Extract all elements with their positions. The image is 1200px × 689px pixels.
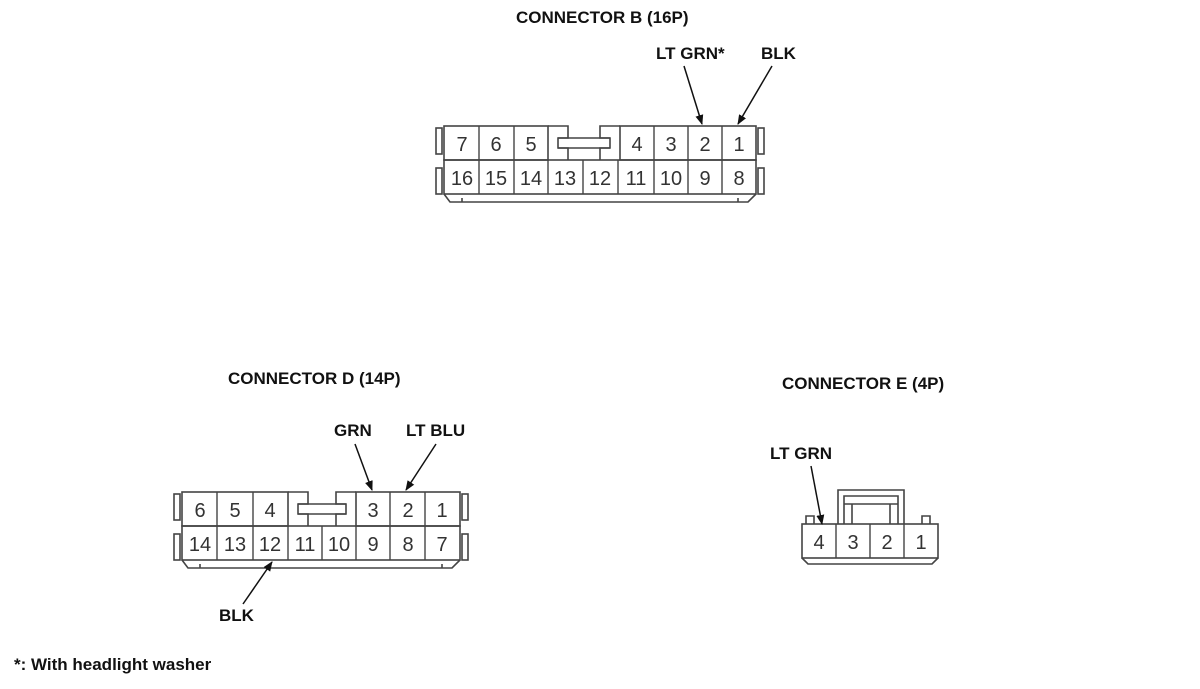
- connector-b-pin: 4: [631, 134, 642, 156]
- arrow-d-pin2: [405, 443, 437, 491]
- connector-b-pin: 7: [456, 134, 467, 156]
- arrow-d-pin12: [242, 561, 273, 605]
- connector-d-pin: 8: [402, 534, 413, 556]
- connector-d-pin: 7: [436, 534, 447, 556]
- connector-d-pin: 2: [402, 500, 413, 522]
- arrow-b-pin2: [683, 65, 704, 125]
- connector-b-pin: 6: [490, 134, 501, 156]
- connector-d-pin: 3: [367, 500, 378, 522]
- connector-d-pin: 13: [224, 534, 246, 556]
- arrow-d-pin3: [354, 443, 373, 491]
- connector-d-title: CONNECTOR D (14P): [228, 369, 401, 388]
- connector-e-pin4-wire-label: LT GRN: [770, 444, 833, 463]
- connector-e-title: CONNECTOR E (4P): [782, 374, 945, 393]
- connector-b-pin2-wire-label: LT GRN*: [656, 44, 725, 63]
- connector-b-title: CONNECTOR B (16P): [516, 8, 689, 27]
- connector-d-diagram: 6 5 4 3 2 1 14 13 12 11 10 9 8 7: [173, 491, 469, 569]
- connector-b-pin: 5: [525, 134, 536, 156]
- connector-b-pin: 9: [699, 168, 710, 190]
- connector-d-pin12-wire-label: BLK: [219, 606, 254, 625]
- connector-b-pin: 15: [485, 168, 507, 190]
- connector-d-pin: 9: [367, 534, 378, 556]
- connector-d-pin: 14: [189, 534, 211, 556]
- connector-b-pin: 12: [589, 168, 611, 190]
- connector-d-pin: 10: [328, 534, 350, 556]
- connector-e-diagram: 4 3 2 1: [801, 489, 939, 565]
- connector-e-pin: 1: [915, 532, 926, 554]
- connector-b-diagram: 7 6 5 4 3 2 1 16 15 14 13 12 11 10 9 8: [435, 125, 765, 203]
- connector-d-pin3-wire-label: GRN: [334, 421, 372, 440]
- connector-d-pin2-wire-label: LT BLU: [406, 421, 466, 440]
- connector-b-pin: 11: [626, 168, 647, 190]
- footnote: *: With headlight washer: [14, 655, 212, 674]
- connector-d-pin: 1: [436, 500, 447, 522]
- connector-d-pin: 4: [264, 500, 275, 522]
- connector-b-pin1-wire-label: BLK: [761, 44, 796, 63]
- connector-e-pin: 2: [881, 532, 892, 554]
- connector-b-pin: 3: [665, 134, 676, 156]
- connector-d-pin: 5: [229, 500, 240, 522]
- connector-b-pin: 14: [520, 168, 542, 190]
- connector-b-pin: 10: [660, 168, 682, 190]
- connector-b-pin: 8: [733, 168, 744, 190]
- connector-b-pin: 16: [451, 168, 473, 190]
- connector-b-pin: 2: [699, 134, 710, 156]
- connector-d-pin: 11: [295, 534, 316, 556]
- connector-d-pin: 12: [259, 534, 281, 556]
- connector-e-pin: 3: [847, 532, 858, 554]
- connector-e-pin: 4: [813, 532, 824, 554]
- connector-b-pin: 1: [733, 134, 744, 156]
- arrow-e-pin4: [810, 465, 825, 525]
- arrow-b-pin1: [737, 65, 773, 125]
- connector-d-pin: 6: [194, 500, 205, 522]
- connector-b-pin: 13: [554, 168, 576, 190]
